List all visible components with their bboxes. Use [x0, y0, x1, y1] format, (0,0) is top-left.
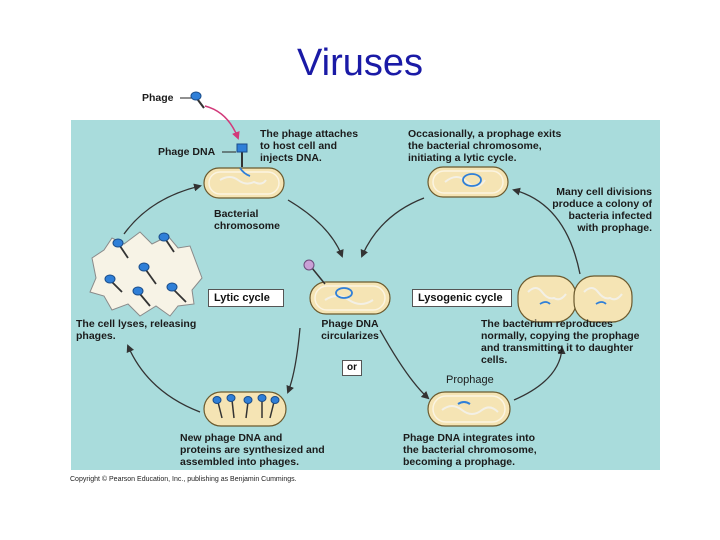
cell-bottom-right — [427, 391, 511, 427]
free-phage-icon — [180, 91, 205, 109]
arrow-center-to-integrate — [379, 329, 430, 400]
cell-center — [303, 259, 391, 315]
arrow-lysis-to-attach — [123, 183, 202, 235]
cell-bottom-left — [203, 391, 287, 427]
pink-arrow — [204, 105, 240, 140]
lysed-cell — [89, 231, 203, 317]
label-phage-dna: Phage DNA — [158, 146, 216, 158]
arrow-exit-to-center — [360, 197, 425, 258]
dividing-cells — [517, 275, 633, 323]
lytic-cycle-label: Lytic cycle — [208, 289, 284, 307]
lysogenic-cycle-label: Lysogenic cycle — [412, 289, 512, 307]
infected-cell-top-left — [203, 143, 285, 199]
slide-title: Viruses — [296, 42, 424, 84]
arrow-integrate-to-divide — [513, 346, 566, 401]
arrow-attach-to-center — [287, 199, 344, 258]
or-label: or — [342, 360, 362, 376]
label-prophage: Prophage — [446, 374, 494, 386]
arrow-divide-to-exit — [512, 187, 581, 275]
arrow-assembly-to-lysis — [126, 344, 201, 413]
cell-top-right — [427, 166, 509, 198]
arrow-center-to-assembly — [286, 327, 301, 394]
copyright: Copyright © Pearson Education, Inc., pub… — [70, 476, 297, 483]
label-phage: Phage — [142, 92, 174, 104]
